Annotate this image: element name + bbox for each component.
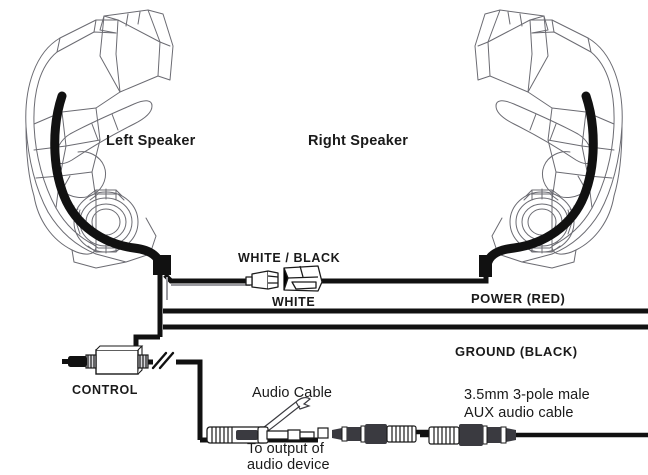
- label-power-red: POWER (RED): [471, 291, 566, 306]
- right-terminal-block: [479, 255, 492, 277]
- white-connector-female: [283, 265, 323, 292]
- wire-break-symbol: [151, 351, 175, 370]
- label-white: WHITE: [272, 295, 316, 309]
- label-ground-black: GROUND (BLACK): [455, 344, 578, 359]
- left-junction-block: [153, 255, 171, 275]
- label-to-output-line2: audio device: [247, 457, 330, 473]
- audio-female-jack: [206, 426, 329, 444]
- left-speaker-cable: [50, 91, 166, 273]
- label-white-black: WHITE / BLACK: [238, 251, 341, 265]
- aux-male-plug: [428, 424, 516, 446]
- label-control: CONTROL: [72, 383, 138, 397]
- label-to-output-line1: To output of: [247, 441, 324, 457]
- label-left-speaker: Left Speaker: [106, 133, 196, 149]
- control-module: [62, 345, 149, 375]
- label-right-speaker: Right Speaker: [308, 133, 409, 149]
- label-aux-line2: AUX audio cable: [464, 405, 574, 421]
- speaker-signal-wire-right: [316, 268, 489, 284]
- right-speaker-cable: [482, 91, 598, 271]
- control-tip: [68, 356, 87, 367]
- audio-male-plug-middle: [332, 424, 417, 444]
- label-audio-cable: Audio Cable: [252, 385, 333, 401]
- label-aux-line1: 3.5mm 3-pole male: [464, 387, 590, 403]
- control-lead-wire-2: [176, 359, 203, 440]
- white-connector-male: [245, 270, 279, 290]
